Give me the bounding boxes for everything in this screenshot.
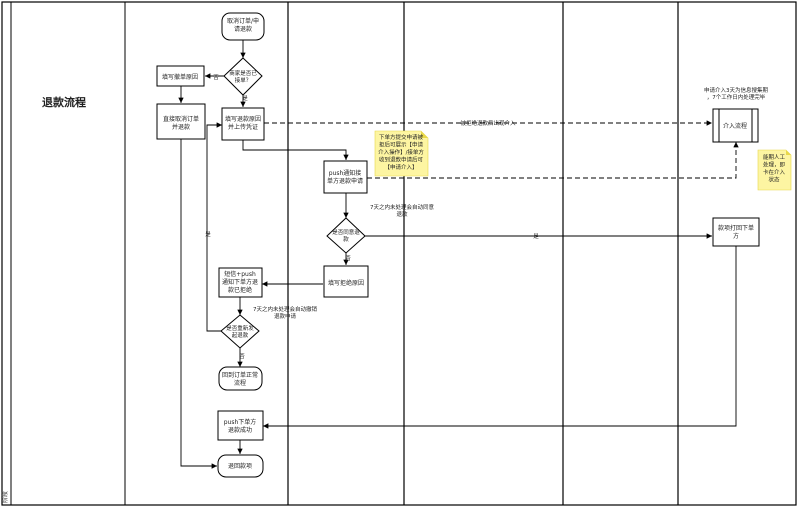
node-reapply-text: 是否重新发起退款 — [226, 324, 254, 339]
yellow-note-1 — [374, 130, 429, 177]
node-fill-cancel-reason-text: 填写撤单原因 — [162, 73, 198, 81]
text-line: 能期人工 — [763, 153, 786, 161]
text-line: 直接取消订单 — [163, 115, 199, 123]
text-line: 状态 — [768, 176, 780, 184]
node-refund-back-text: 退回款项 — [228, 462, 252, 470]
node-start-text: 取消订单/申请退款 — [227, 17, 259, 33]
text-line: 款已拒绝 — [228, 286, 252, 294]
text-line: 处理，即 — [763, 161, 786, 169]
text-line: push通知接 — [329, 169, 362, 177]
node-direct-cancel — [156, 103, 206, 140]
text-line: 介入操作】/接单方 — [378, 148, 424, 156]
text-line: 方 — [733, 232, 739, 240]
text-line: 短信+push — [224, 270, 256, 278]
text-line: 取消订单/申 — [227, 17, 259, 25]
edge-refund-reason-to-push — [242, 140, 349, 160]
text-line: 接单？ — [235, 76, 252, 84]
node-fill-reject-reason — [323, 265, 369, 298]
text-line: 填写撤单原因 — [162, 73, 198, 81]
text-line: 介入流程 — [723, 122, 747, 130]
node-intervention-text: 介入流程 — [723, 122, 747, 130]
diagram-title: 退款流程 — [42, 95, 86, 109]
node-back-normal — [218, 366, 263, 391]
node-merchant-accepted-decision — [223, 57, 263, 96]
node-sms-push-rejected — [218, 267, 263, 298]
text-line: 退款 — [396, 210, 408, 218]
yellow-note-2-fold — [786, 150, 791, 155]
label-auto-cancel: 7天之内未处理会自动撤销退款申请 — [253, 305, 318, 320]
label-yes-3: 是 — [533, 233, 539, 240]
text-line: 请退款 — [234, 25, 252, 33]
label-no-3: 否 — [239, 353, 245, 360]
text-line: 单方退款申请 — [327, 177, 363, 185]
node-direct-cancel-text: 直接取消订单并退款 — [163, 115, 199, 131]
label-yes-1: 是 — [242, 95, 248, 102]
text-line: 退款申请 — [274, 312, 297, 320]
label-no-1: 否 — [213, 74, 219, 81]
text-line: 7天之内未处理会自动撤销 — [253, 305, 318, 313]
node-push-notify-merchant — [323, 160, 368, 194]
text-line: 是否重新发 — [226, 324, 254, 332]
text-line: 7天之内未处理会自动同意 — [370, 203, 435, 211]
node-fill-refund-reason-text: 填写退款原因并上传凭证 — [225, 115, 261, 131]
text-line: 商家是否已 — [229, 69, 257, 77]
label-no-2: 否 — [345, 255, 351, 262]
node-push-notify-merchant-text: push通知接单方退款申请 — [327, 169, 363, 185]
text-line: 退回款项 — [228, 462, 252, 470]
node-agree-refund-text: 是否同意退款 — [332, 228, 360, 243]
text-line: 并退款 — [172, 123, 190, 131]
edge-dashed-push-to-intervention — [367, 142, 739, 179]
node-pay-back-text: 款项打回下单方 — [718, 224, 754, 240]
node-fill-cancel-reason — [156, 65, 205, 87]
text-line: 卡在介入 — [763, 168, 786, 176]
text-line: 退款成功 — [228, 426, 252, 434]
label-reject-intervene: 被拒绝退款后出现介入 — [460, 119, 516, 127]
node-fill-reject-reason-text: 填写拒绝原因 — [328, 279, 364, 287]
side-label: 阶段 — [1, 491, 9, 503]
edge-payback-to-push-success — [263, 246, 737, 429]
node-merchant-accepted-text: 商家是否已接单？ — [229, 69, 257, 84]
node-pay-back — [712, 217, 760, 247]
text-line: 款项打回下单 — [718, 224, 754, 232]
node-intervention — [712, 108, 759, 143]
node-start — [221, 12, 265, 41]
yellow-note-1-text: 下单方提交申请被拒后可展示【申请介入操作】/接单方收到退款申请后可【申请介入】 — [378, 133, 424, 171]
node-fill-refund-reason — [221, 107, 265, 141]
text-line: push下单方 — [224, 418, 257, 426]
text-line: 通知下单方退 — [222, 278, 258, 286]
yellow-note-2-text: 能期人工处理，即卡在介入状态 — [763, 153, 786, 184]
text-line: 款 — [343, 235, 349, 243]
text-line: 起退款 — [232, 331, 249, 339]
edge-direct-cancel-to-refund-back — [180, 139, 217, 469]
label-yes-2: 是 — [205, 231, 211, 238]
node-back-normal-text: 回到订单正常流程 — [222, 371, 258, 387]
yellow-note-2 — [757, 149, 792, 191]
text-line: 下单方提交申请被 — [379, 133, 424, 141]
text-line: 【申请介入】 — [384, 163, 417, 171]
text-line: 收到退款申请后可 — [379, 156, 424, 164]
text-line: ，7个工作日内处理完毕 — [707, 93, 766, 101]
node-reapply-decision — [220, 314, 260, 349]
text-line: 回到订单正常 — [222, 371, 258, 379]
text-line: 并上传凭证 — [228, 123, 258, 131]
text-line: 填写拒绝原因 — [328, 279, 364, 287]
text-line: 拒后可展示【申请 — [379, 141, 424, 149]
text-line: 流程 — [234, 379, 246, 387]
connectors — [178, 40, 739, 469]
text-line: 是否同意退 — [332, 228, 360, 236]
yellow-note-1-fold — [421, 131, 428, 138]
node-push-refund-success — [217, 410, 264, 441]
label-intervene-time: 申请介入3天为信息搜集期，7个工作日内处理完毕 — [704, 86, 769, 101]
node-refund-back — [217, 454, 264, 478]
text-line: 申请介入3天为信息搜集期 — [704, 86, 769, 94]
node-agree-refund-decision — [326, 217, 366, 254]
node-push-refund-success-text: push下单方退款成功 — [224, 418, 257, 434]
label-auto-agree: 7天之内未处理会自动同意退款 — [370, 203, 435, 218]
text-line: 填写退款原因 — [225, 115, 261, 123]
edge-reapply-to-refund-reason — [206, 122, 222, 332]
